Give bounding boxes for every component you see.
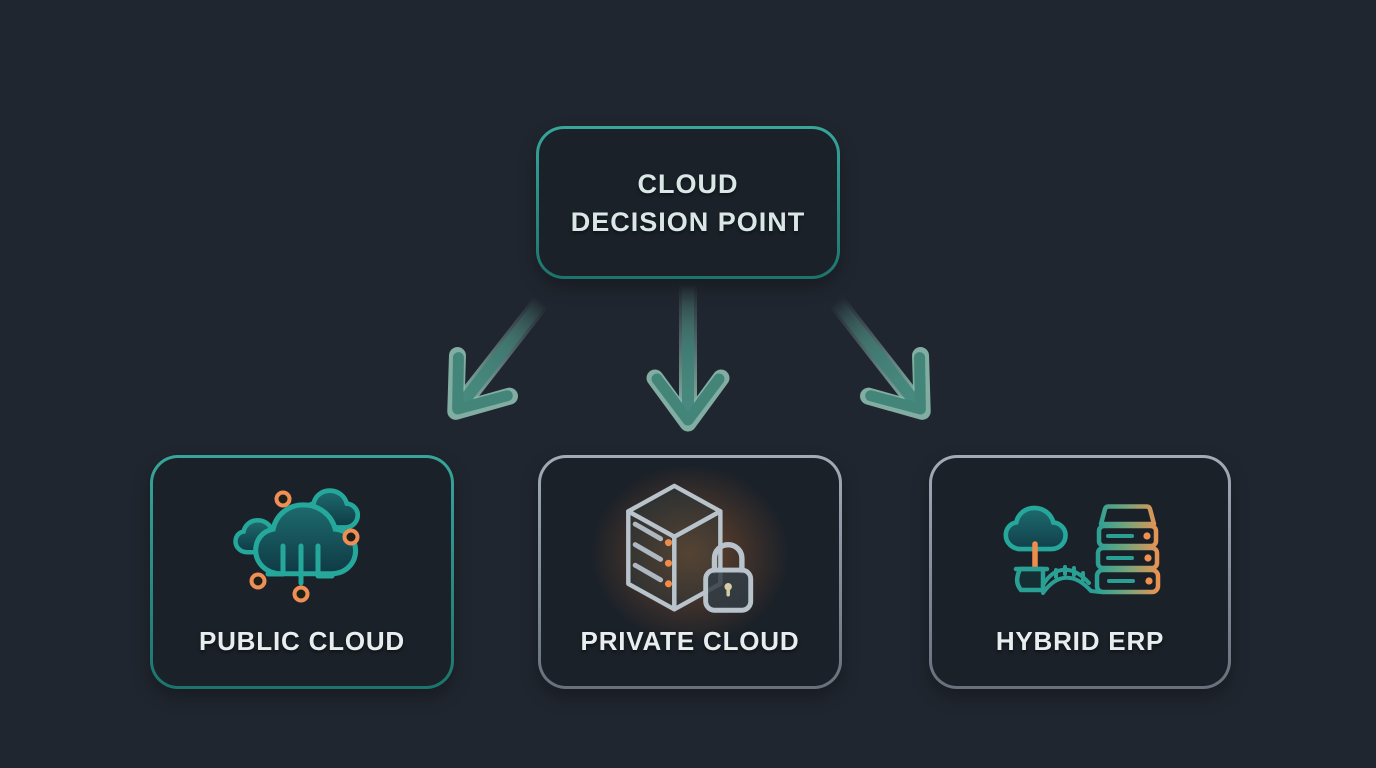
option-label-hybrid-erp: HYBRID ERP: [995, 626, 1165, 656]
root-title-line1: CLOUD: [637, 168, 739, 199]
option-label-private-cloud: PRIVATE CLOUD: [580, 626, 800, 656]
cloud-network-icon: [153, 480, 451, 622]
root-title-line2: DECISION POINT: [570, 206, 806, 237]
cloud-bridge-server-icon: [932, 480, 1228, 622]
decision-root-node: CLOUD DECISION POINT: [536, 126, 840, 279]
option-label-public-cloud: PUBLIC CLOUD: [198, 626, 406, 656]
option-node-private-cloud: PRIVATE CLOUD: [538, 455, 842, 689]
server-lock-icon: [541, 480, 839, 622]
arrow-to-private-cloud: [655, 286, 721, 423]
arrow-to-hybrid-erp: [812, 283, 948, 432]
option-node-hybrid-erp: HYBRID ERP: [929, 455, 1231, 689]
option-node-public-cloud: PUBLIC CLOUD: [150, 455, 454, 689]
arrow-to-public-cloud: [430, 283, 566, 432]
